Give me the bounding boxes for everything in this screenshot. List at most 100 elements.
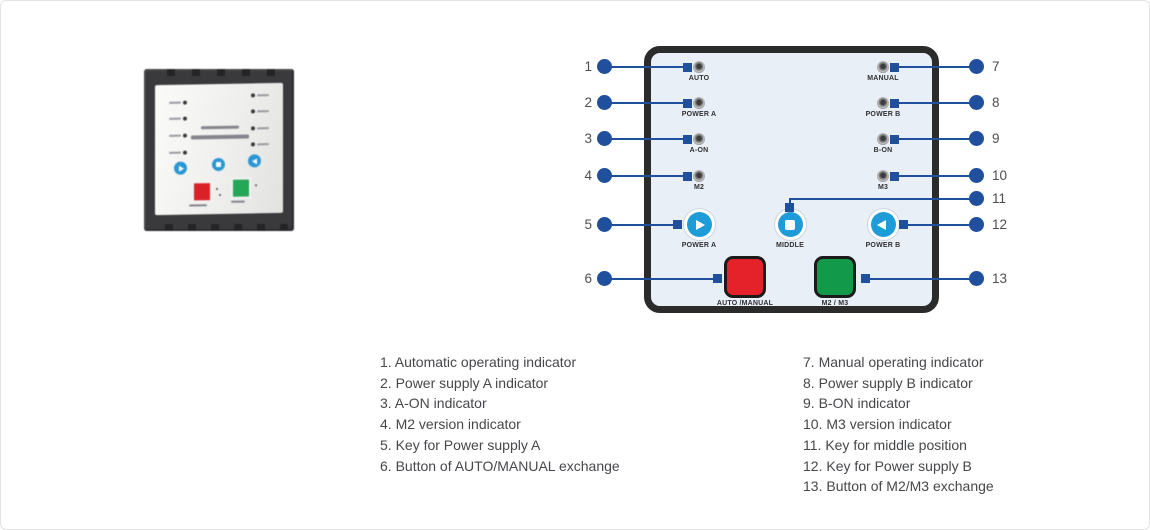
legend-item: 8. Power supply B indicator bbox=[803, 374, 973, 391]
indicator-label: B-ON bbox=[873, 147, 893, 154]
legend-item: 2. Power supply A indicator bbox=[380, 374, 549, 391]
callout-line bbox=[611, 66, 687, 68]
callout-number: 10 bbox=[992, 168, 1008, 183]
callout-number: 6 bbox=[584, 271, 592, 286]
device-green-button bbox=[233, 179, 249, 197]
device-led-icon bbox=[183, 100, 187, 105]
led-icon bbox=[693, 61, 705, 73]
led-icon bbox=[877, 97, 889, 109]
callout-dot bbox=[969, 271, 984, 286]
callout-dot bbox=[969, 217, 984, 232]
callout-line bbox=[896, 175, 976, 177]
button-auto-manual bbox=[724, 256, 766, 298]
callout-square bbox=[683, 135, 692, 144]
callout-line bbox=[789, 198, 791, 207]
callout-number: 12 bbox=[992, 217, 1008, 232]
device-led-icon bbox=[183, 150, 187, 155]
callout-number: 11 bbox=[992, 191, 1007, 206]
indicator-m2: M2 bbox=[669, 170, 729, 191]
callout-line bbox=[611, 224, 679, 226]
callout-square bbox=[890, 172, 899, 181]
device-led-icon bbox=[251, 142, 255, 147]
play-left-icon bbox=[251, 157, 257, 164]
legend-item: 4. M2 version indicator bbox=[380, 416, 521, 433]
callout-square bbox=[890, 99, 899, 108]
callout-square bbox=[899, 220, 908, 229]
device-key-middle bbox=[212, 157, 225, 172]
device-led-icon bbox=[251, 126, 255, 131]
callout-square bbox=[890, 135, 899, 144]
device-photo bbox=[144, 69, 294, 231]
button-label: M2 / M3 bbox=[821, 300, 849, 307]
callout-line bbox=[790, 198, 976, 200]
device-model-text-blur bbox=[201, 125, 239, 130]
device-key-power-b bbox=[248, 154, 261, 168]
indicator-m3: M3 bbox=[853, 170, 913, 191]
stop-square-icon bbox=[216, 161, 221, 168]
device-led-icon bbox=[251, 109, 255, 114]
callout-line bbox=[904, 224, 976, 226]
led-icon bbox=[693, 97, 705, 109]
legend-item: 13. Button of M2/M3 exchange bbox=[803, 478, 994, 495]
led-icon bbox=[693, 133, 705, 145]
indicator-label: POWER A bbox=[681, 111, 717, 118]
callout-number: 1 bbox=[584, 59, 592, 74]
callout-square bbox=[683, 99, 692, 108]
callout-number: 3 bbox=[584, 131, 592, 146]
led-icon bbox=[877, 170, 889, 182]
callout-square bbox=[673, 220, 682, 229]
callout-square bbox=[861, 274, 870, 283]
callout-dot bbox=[969, 59, 984, 74]
device-led-row bbox=[169, 116, 187, 121]
callout-dot bbox=[597, 271, 612, 286]
callout-line bbox=[866, 278, 976, 280]
legend-item: 11. Key for middle position bbox=[803, 436, 967, 453]
indicator-power-b: POWER B bbox=[853, 97, 913, 118]
device-led-row bbox=[169, 100, 187, 105]
device-led-icon bbox=[183, 133, 187, 138]
callout-number: 2 bbox=[584, 95, 592, 110]
device-face bbox=[155, 82, 283, 216]
legend-item: 1. Automatic operating indicator bbox=[380, 354, 577, 370]
legend-right-column: 7. Manual operating indicator 8. Power s… bbox=[803, 352, 994, 497]
legend-item: 7. Manual operating indicator bbox=[803, 354, 984, 370]
indicator-power-a: POWER A bbox=[669, 97, 729, 118]
callout-square bbox=[713, 274, 722, 283]
callout-dot bbox=[969, 131, 984, 146]
legend-item: 9. B-ON indicator bbox=[803, 395, 911, 412]
callout-number: 13 bbox=[992, 271, 1008, 286]
device-led-row bbox=[251, 142, 269, 147]
callout-dot bbox=[597, 59, 612, 74]
indicator-label: A-ON bbox=[689, 147, 709, 154]
led-icon bbox=[877, 61, 889, 73]
callout-line bbox=[611, 278, 719, 280]
legend-left-column: 1. Automatic operating indicator 2. Powe… bbox=[380, 352, 620, 476]
device-red-button bbox=[194, 183, 210, 201]
device-led-icon bbox=[251, 93, 255, 98]
indicator-b-on: B-ON bbox=[853, 133, 913, 154]
led-icon bbox=[877, 133, 889, 145]
legend-item: 6. Button of AUTO/MANUAL exchange bbox=[380, 457, 620, 474]
legend-item: 3. A-ON indicator bbox=[380, 395, 487, 412]
stop-square-icon bbox=[785, 219, 795, 230]
legend-item: 5. Key for Power supply A bbox=[380, 436, 541, 453]
key-power-b: POWER B bbox=[848, 209, 918, 249]
key-power-a: POWER A bbox=[664, 209, 734, 249]
key-label: POWER A bbox=[681, 242, 717, 249]
callout-square bbox=[785, 203, 794, 212]
callout-number: 4 bbox=[584, 168, 592, 183]
key-label: POWER B bbox=[865, 242, 901, 249]
indicator-label: M3 bbox=[877, 184, 889, 191]
play-right-icon bbox=[178, 165, 184, 172]
device-model-text-blur bbox=[191, 134, 249, 139]
indicator-auto: AUTO bbox=[669, 61, 729, 82]
indicator-a-on: A-ON bbox=[669, 133, 729, 154]
callout-line bbox=[611, 175, 687, 177]
led-icon bbox=[693, 170, 705, 182]
device-led-row bbox=[251, 126, 269, 131]
callout-square bbox=[683, 172, 692, 181]
callout-line bbox=[611, 102, 687, 104]
callout-line bbox=[611, 138, 687, 140]
callout-dot bbox=[597, 217, 612, 232]
